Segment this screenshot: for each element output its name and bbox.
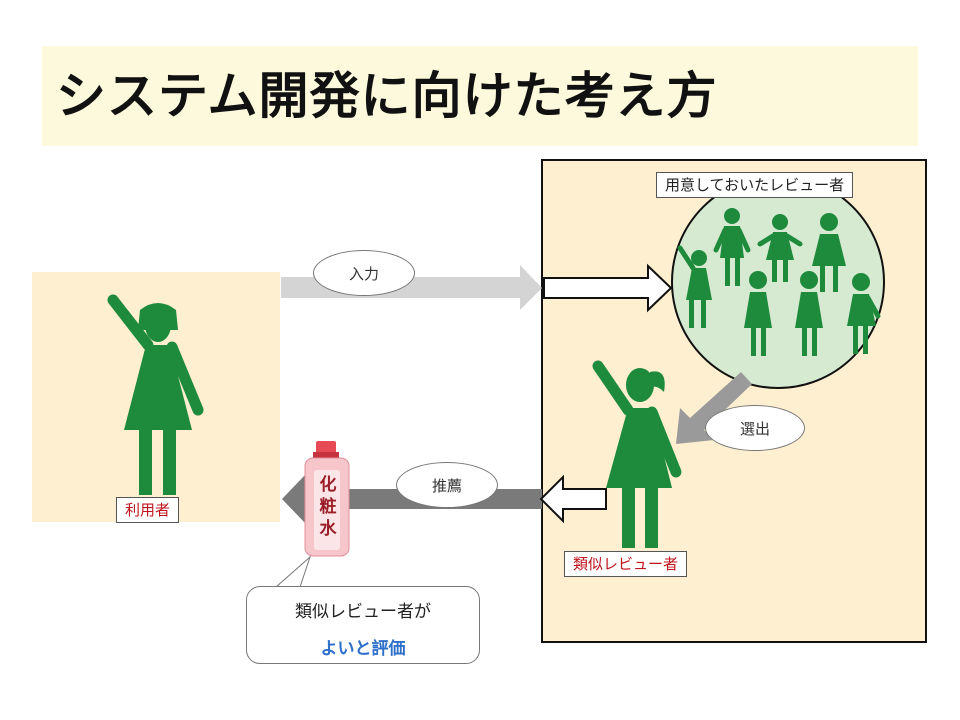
lotion-bottle-icon	[304, 441, 350, 557]
select-arrow-label: 選出	[705, 405, 805, 451]
input-arrow	[281, 265, 542, 310]
bottle-label: 化 粧 水	[316, 474, 340, 540]
similar-reviewer-label: 類似レビュー者	[564, 551, 688, 577]
callout-line-1: 類似レビュー者が	[295, 602, 431, 622]
user-figure-icon	[107, 294, 204, 495]
prepared-reviewer-figures-icon	[677, 208, 881, 356]
select-arrow	[676, 372, 752, 444]
bottle-char: 粧	[319, 497, 337, 517]
user-label: 利用者	[116, 497, 180, 523]
page-title: システム開発に向けた考え方	[56, 67, 718, 125]
evaluation-callout: 類似レビュー者が よいと評価	[246, 586, 480, 664]
callout-pointer	[274, 555, 312, 588]
recommend-arrow-inner	[539, 474, 607, 524]
similar-reviewer-figure-icon	[592, 360, 682, 548]
prepared-reviewers-label: 用意しておいたレビュー者	[656, 172, 854, 198]
recommend-arrow-label: 推薦	[396, 462, 498, 508]
title-band	[42, 46, 918, 146]
callout-line-2: よいと評価	[320, 639, 406, 659]
bottle-char: 化	[319, 475, 337, 495]
bottle-char: 水	[319, 519, 337, 539]
input-arrow-inner	[543, 263, 673, 313]
input-arrow-label: 入力	[313, 250, 415, 296]
